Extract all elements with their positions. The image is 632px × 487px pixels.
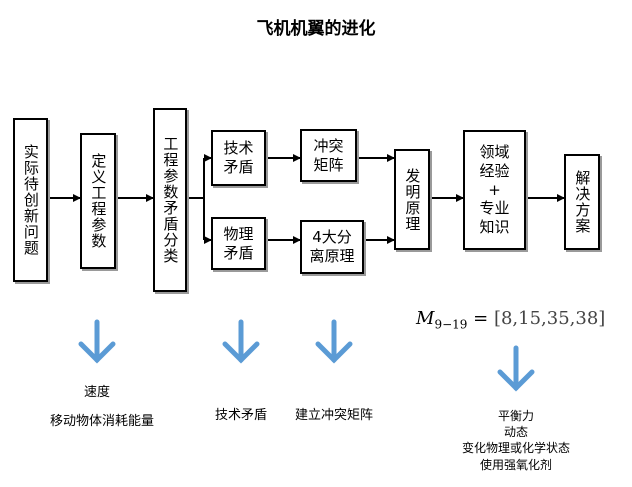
principle-item: 平衡力	[497, 409, 534, 423]
blue-arrow-matrix	[315, 319, 353, 364]
box-classify-label: 工程参数矛盾分类	[161, 136, 180, 264]
box-inventive-principle: 发明原理	[394, 149, 430, 250]
box-conflict-matrix: 冲突 矩阵	[300, 129, 357, 182]
box-solution-label: 解决方案	[573, 170, 592, 234]
box-real-problem: 实际待创新问题	[13, 118, 48, 282]
box-real-problem-label: 实际待创新问题	[21, 144, 40, 256]
blue-arrow-principles	[497, 345, 535, 392]
label-build-matrix: 建立冲突矩阵	[294, 408, 373, 423]
label-principle-list: 平衡力 动态 变化物理或化学状态 使用强氧化剂	[441, 408, 591, 473]
box-define-params-label: 定义工程参数	[89, 153, 108, 249]
blue-arrow-tech	[222, 319, 260, 364]
box-classify: 工程参数矛盾分类	[153, 108, 187, 292]
box-conflict-matrix-label: 冲突 矩阵	[313, 136, 344, 174]
principle-item: 动态	[503, 425, 528, 440]
matrix-formula: M9−19 = [8,15,35,38]	[416, 308, 605, 332]
formula-symbol: M	[416, 308, 435, 329]
blue-arrow-speed	[78, 319, 116, 364]
formula-vector: [8,15,35,38]	[493, 308, 606, 329]
box-define-params: 定义工程参数	[80, 133, 116, 269]
box-solution: 解决方案	[564, 154, 600, 250]
box-phys-contradiction-label: 物理 矛盾	[223, 224, 254, 262]
box-separation-principle-label: 4大分 离原理	[309, 228, 355, 265]
label-tech-contradiction: 技术矛盾	[214, 408, 267, 423]
box-separation-principle: 4大分 离原理	[300, 220, 364, 274]
box-inventive-principle-label: 发明原理	[403, 167, 422, 232]
principle-item: 使用强氧化剂	[479, 457, 552, 472]
formula-equals: =	[467, 308, 494, 329]
formula-subscript: 9−19	[434, 317, 468, 332]
box-domain-knowledge-label: 领域 经验 + 专业 知识	[479, 143, 510, 237]
box-phys-contradiction: 物理 矛盾	[211, 217, 266, 270]
box-tech-contradiction-label: 技术 矛盾	[223, 139, 254, 176]
label-speed: 速度	[83, 385, 110, 400]
box-domain-knowledge: 领域 经验 + 专业 知识	[463, 130, 526, 250]
label-moving-energy: 移动物体消耗能量	[49, 414, 154, 429]
principle-item: 变化物理或化学状态	[461, 441, 570, 456]
box-tech-contradiction: 技术 矛盾	[211, 130, 266, 186]
diagram-title: 飞机机翼的进化	[256, 19, 376, 39]
